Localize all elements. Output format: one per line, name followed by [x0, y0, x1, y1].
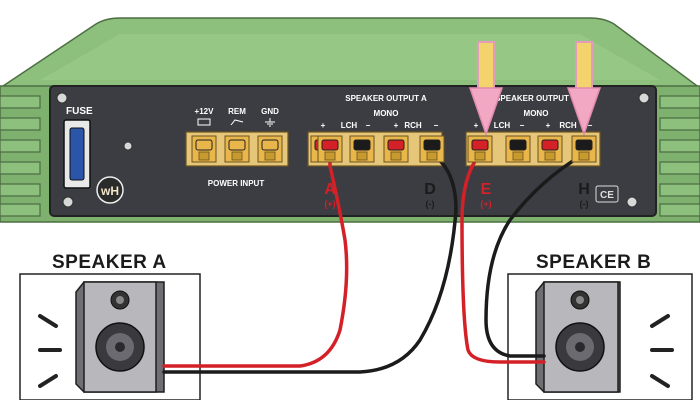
terminal-a-head [317, 135, 343, 163]
power-terminal-1 [191, 135, 217, 163]
output-b-minus: − [520, 121, 525, 130]
wikihow-logo-text: wH [100, 184, 119, 198]
speaker-a-title: SPEAKER A [52, 252, 167, 273]
terminal-labels: A (+) D (-) E (+) H (-) [324, 181, 590, 209]
battery-icon [197, 118, 211, 126]
panel-screws [56, 92, 650, 208]
indicator-arrows [468, 41, 602, 137]
terminal-e-head [467, 135, 493, 163]
output-a-plus-2: + [394, 121, 399, 130]
output-a-lch: LCH [341, 121, 358, 130]
amplifier: FUSE wH +12V REM GND POWER INPUT SPEAKER… [0, 17, 700, 223]
wires [162, 152, 586, 374]
output-a-plus: + [321, 121, 326, 130]
ce-mark-box [595, 185, 619, 203]
terminal-polarity-h: (-) [580, 199, 589, 209]
terminal-d-head [419, 135, 445, 163]
output-a-terminal-3 [383, 135, 409, 163]
terminal-polarity-e: (+) [480, 199, 491, 209]
output-a-title: SPEAKER OUTPUT A [345, 94, 427, 103]
arrow-h-icon [566, 41, 602, 137]
ground-icon [265, 118, 275, 127]
output-a-mono: MONO [374, 109, 399, 118]
output-b-plus: + [474, 121, 479, 130]
power-label-rem: REM [228, 107, 246, 116]
output-a-terminal-2 [349, 135, 375, 163]
arrow-e-icon [468, 41, 504, 137]
output-b-minus-2: − [588, 121, 593, 130]
output-a-rch: RCH [404, 121, 422, 130]
left-heatsink [0, 95, 41, 217]
output-b-mono: MONO [524, 109, 549, 118]
terminal-h-head [571, 135, 597, 163]
terminal-polarity-a: (+) [324, 199, 335, 209]
terminal-letter-e: E [481, 181, 492, 198]
speaker-a: SPEAKER A [19, 252, 201, 400]
power-terminal-3 [257, 135, 283, 163]
wire-b-black [484, 152, 586, 358]
terminal-letter-d: D [424, 181, 436, 198]
wikihow-logo [96, 176, 124, 204]
power-terminal-2 [224, 135, 250, 163]
speaker-a-sound-icon [38, 314, 62, 388]
fuse-icon [69, 127, 85, 181]
output-b-terminal-2 [505, 135, 531, 163]
terminal-heads-top [317, 135, 597, 163]
terminal-polarity-d: (-) [426, 199, 435, 209]
output-b-lch: LCH [494, 121, 511, 130]
speaker-b-tweeter-dome [576, 296, 584, 304]
power-input-label: POWER INPUT [208, 179, 265, 188]
fuse-label: FUSE [66, 106, 93, 117]
output-b-terminal-3 [537, 135, 563, 163]
power-label-12v: +12V [195, 107, 215, 116]
speaker-a-woofer-cap [115, 342, 125, 352]
speaker-b-sound-icon [650, 314, 674, 388]
speaker-b-title: SPEAKER B [536, 252, 651, 273]
speaker-b-woofer-cap [575, 342, 585, 352]
switch-icon [230, 119, 244, 126]
power-label-gnd: GND [261, 107, 279, 116]
wire-b-red [460, 152, 546, 364]
speaker-b: SPEAKER B [507, 252, 693, 400]
right-heatsink [659, 95, 700, 217]
amp-lid-highlight [40, 34, 660, 80]
output-b-rch: RCH [559, 121, 577, 130]
output-a-minus-2: − [434, 121, 439, 130]
ce-mark: CE [600, 190, 614, 201]
terminal-letter-h: H [578, 181, 590, 198]
speaker-a-tweeter-dome [116, 296, 124, 304]
wire-a-black [162, 152, 458, 374]
output-a-minus: − [366, 121, 371, 130]
output-b-plus-2: + [546, 121, 551, 130]
output-b-title: SPEAKER OUTPUT B [495, 94, 577, 103]
wire-a-red [162, 152, 349, 368]
